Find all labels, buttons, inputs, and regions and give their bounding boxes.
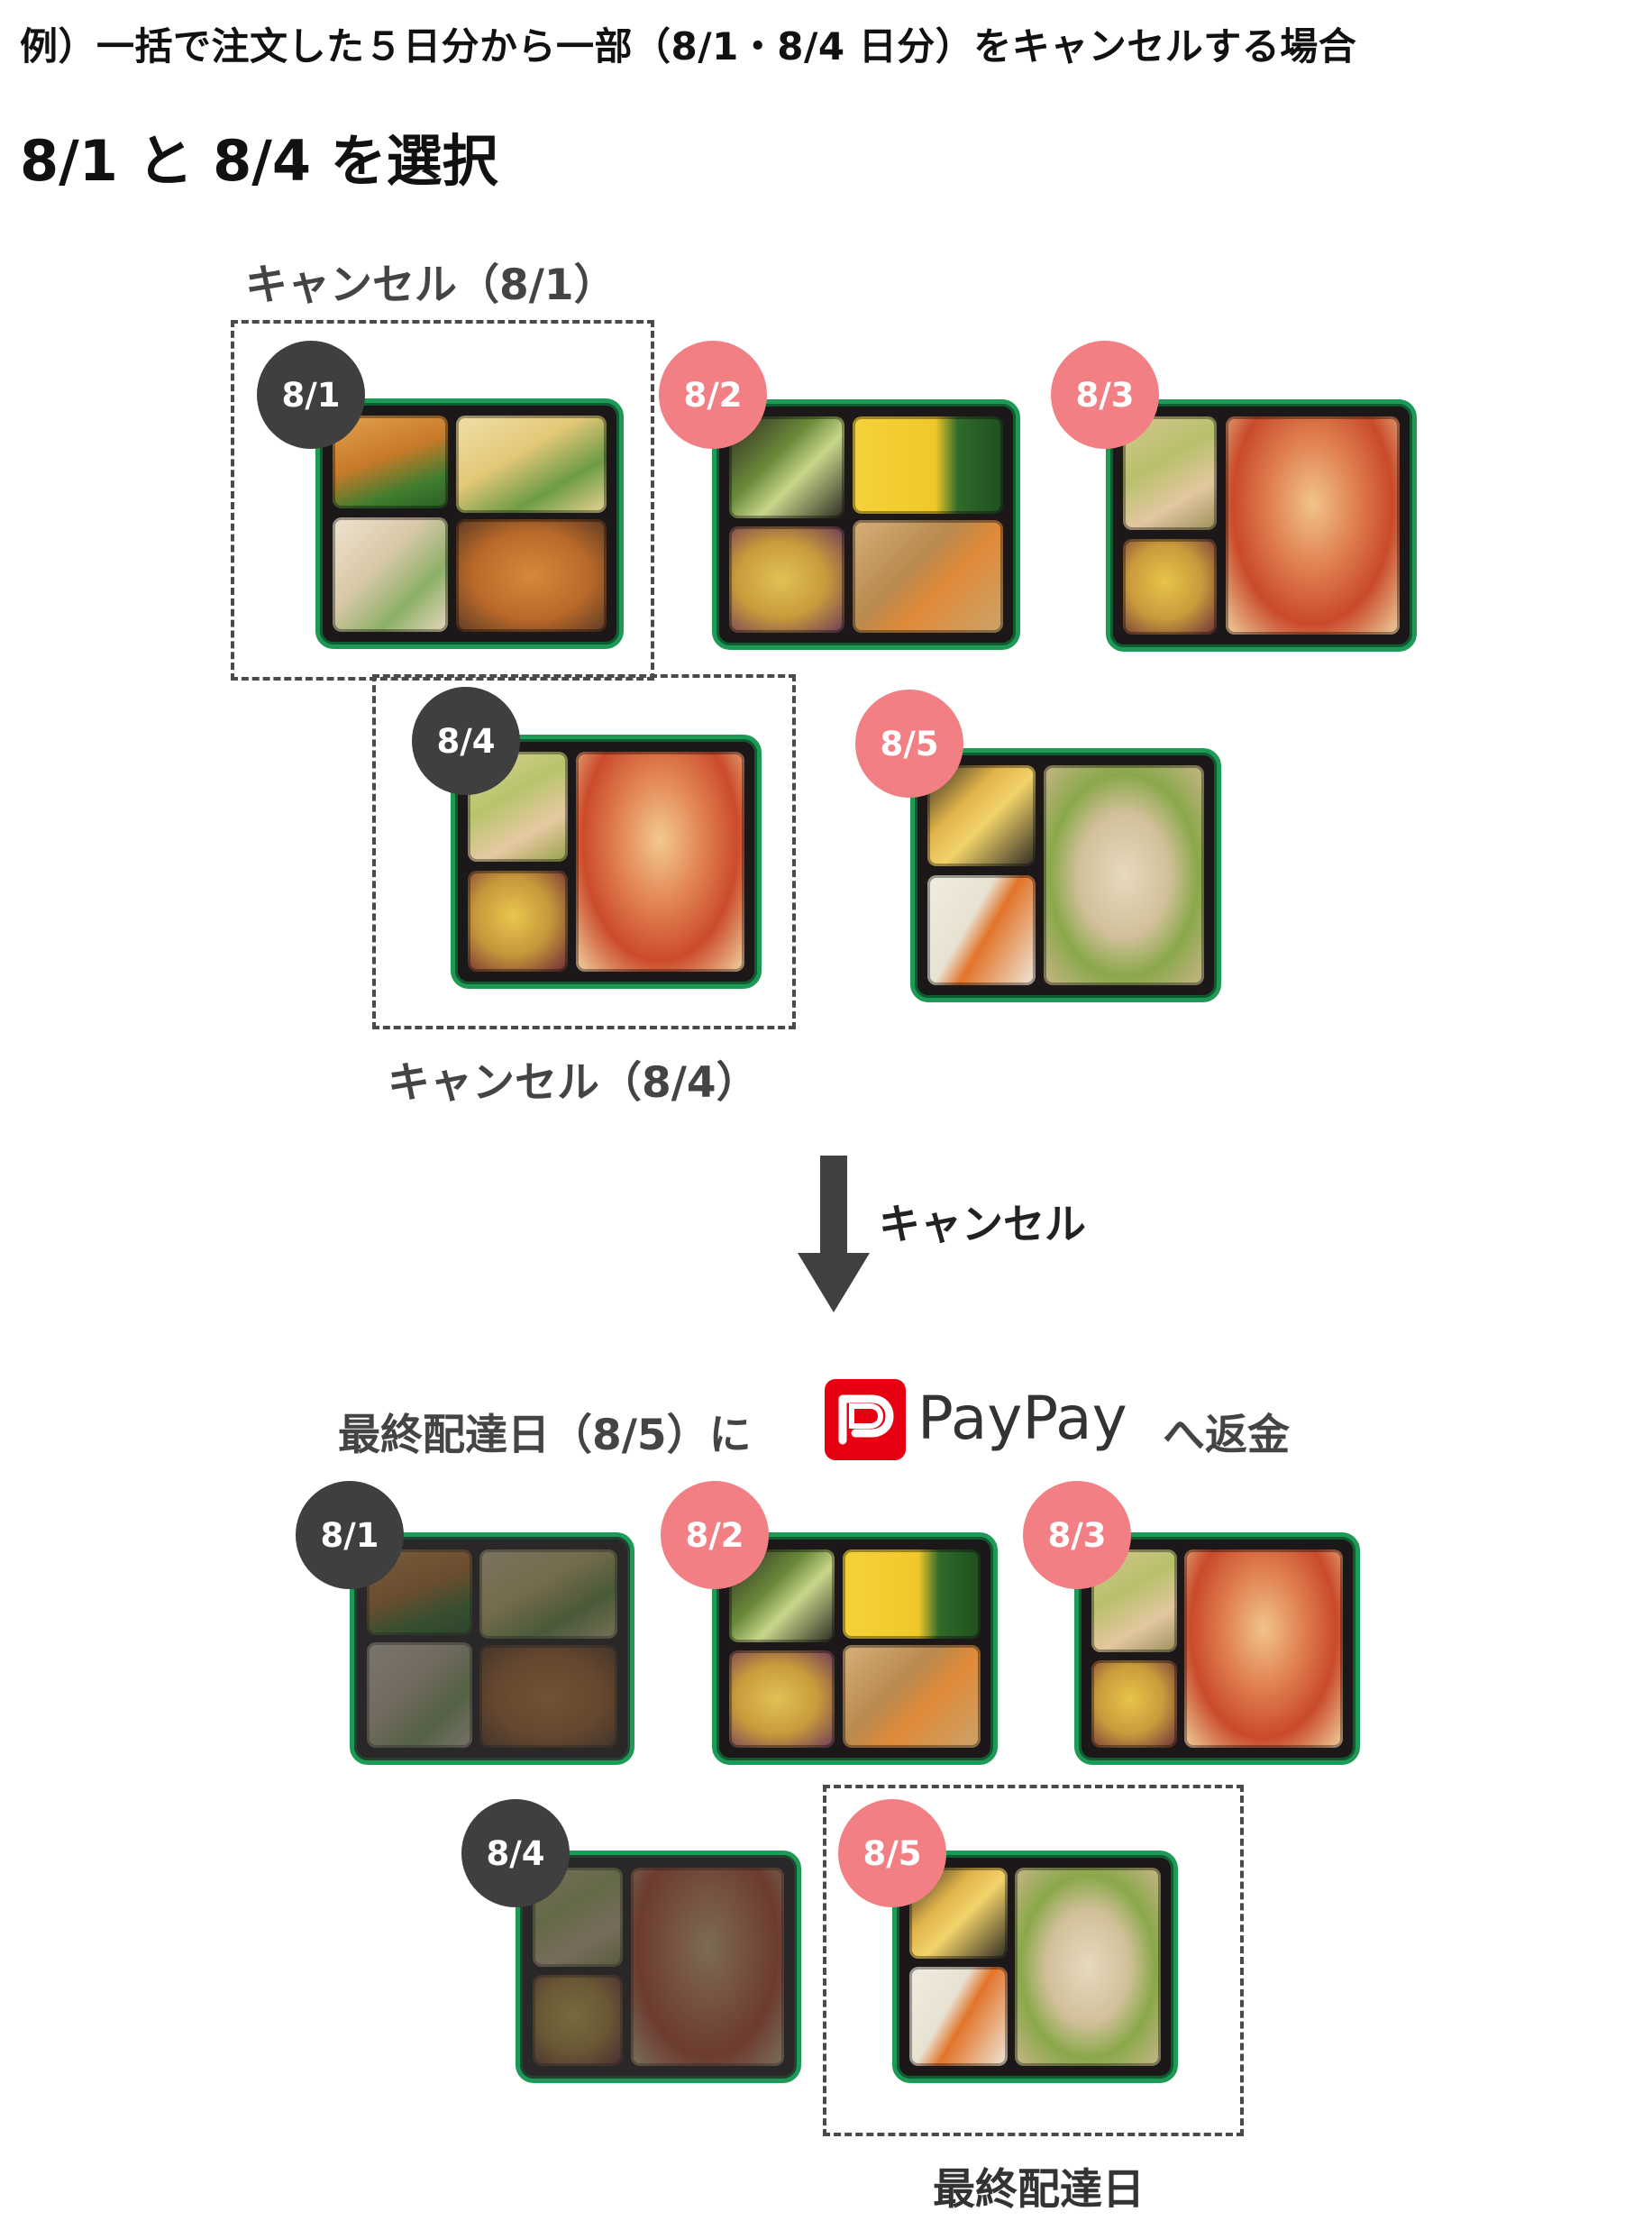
cancel-selection-box-8-4 — [372, 674, 796, 1029]
date-badge-8-2: 8/2 — [659, 341, 767, 449]
bento-tray-8-2[interactable] — [712, 399, 1020, 650]
bento-tray-8-1[interactable] — [315, 398, 624, 649]
date-badge-8-3-bottom: 8/3 — [1023, 1481, 1131, 1589]
date-badge-8-2-bottom: 8/2 — [661, 1481, 769, 1589]
date-badge-8-3: 8/3 — [1051, 341, 1159, 449]
bento-tray-8-1-cancelled — [350, 1532, 634, 1765]
date-badge-8-1-bottom: 8/1 — [296, 1481, 404, 1589]
cancel-selection-box-8-1 — [231, 320, 654, 681]
bento-tray-8-5[interactable] — [910, 748, 1221, 1002]
example-heading: 例）一括で注文した５日分から一部（8/1・8/4 日分）をキャンセルする場合 — [20, 24, 1357, 69]
paypay-logo-icon — [825, 1379, 906, 1460]
arrow-down-icon — [798, 1253, 870, 1312]
refund-prefix: 最終配達日（8/5）に — [338, 1411, 752, 1460]
bento-tray-8-5-bottom — [892, 1851, 1178, 2083]
date-badge-8-5: 8/5 — [855, 690, 963, 798]
bento-tray-8-3-bottom — [1074, 1532, 1360, 1765]
date-badge-8-4: 8/4 — [412, 687, 520, 795]
date-badge-8-4-bottom: 8/4 — [461, 1799, 570, 1907]
bento-tray-8-4-cancelled — [516, 1851, 801, 2083]
cancel-label-8-4: キャンセル（8/4） — [388, 1058, 759, 1108]
paypay-wordmark: PayPay — [917, 1384, 1127, 1453]
last-delivery-label: 最終配達日 — [933, 2165, 1145, 2215]
date-badge-8-5-bottom: 8/5 — [838, 1799, 946, 1907]
bento-tray-8-3[interactable] — [1106, 399, 1417, 652]
bento-tray-8-4[interactable] — [451, 735, 762, 989]
arrow-shaft — [820, 1156, 847, 1255]
bento-tray-8-2-bottom — [712, 1532, 998, 1765]
arrow-label: キャンセル — [879, 1200, 1086, 1248]
last-delivery-selection-box — [823, 1785, 1244, 2136]
select-heading: 8/1 と 8/4 を選択 — [20, 128, 498, 194]
cancel-label-8-1: キャンセル（8/1） — [245, 260, 616, 310]
date-badge-8-1: 8/1 — [257, 341, 365, 449]
refund-suffix: へ返金 — [1163, 1411, 1290, 1460]
